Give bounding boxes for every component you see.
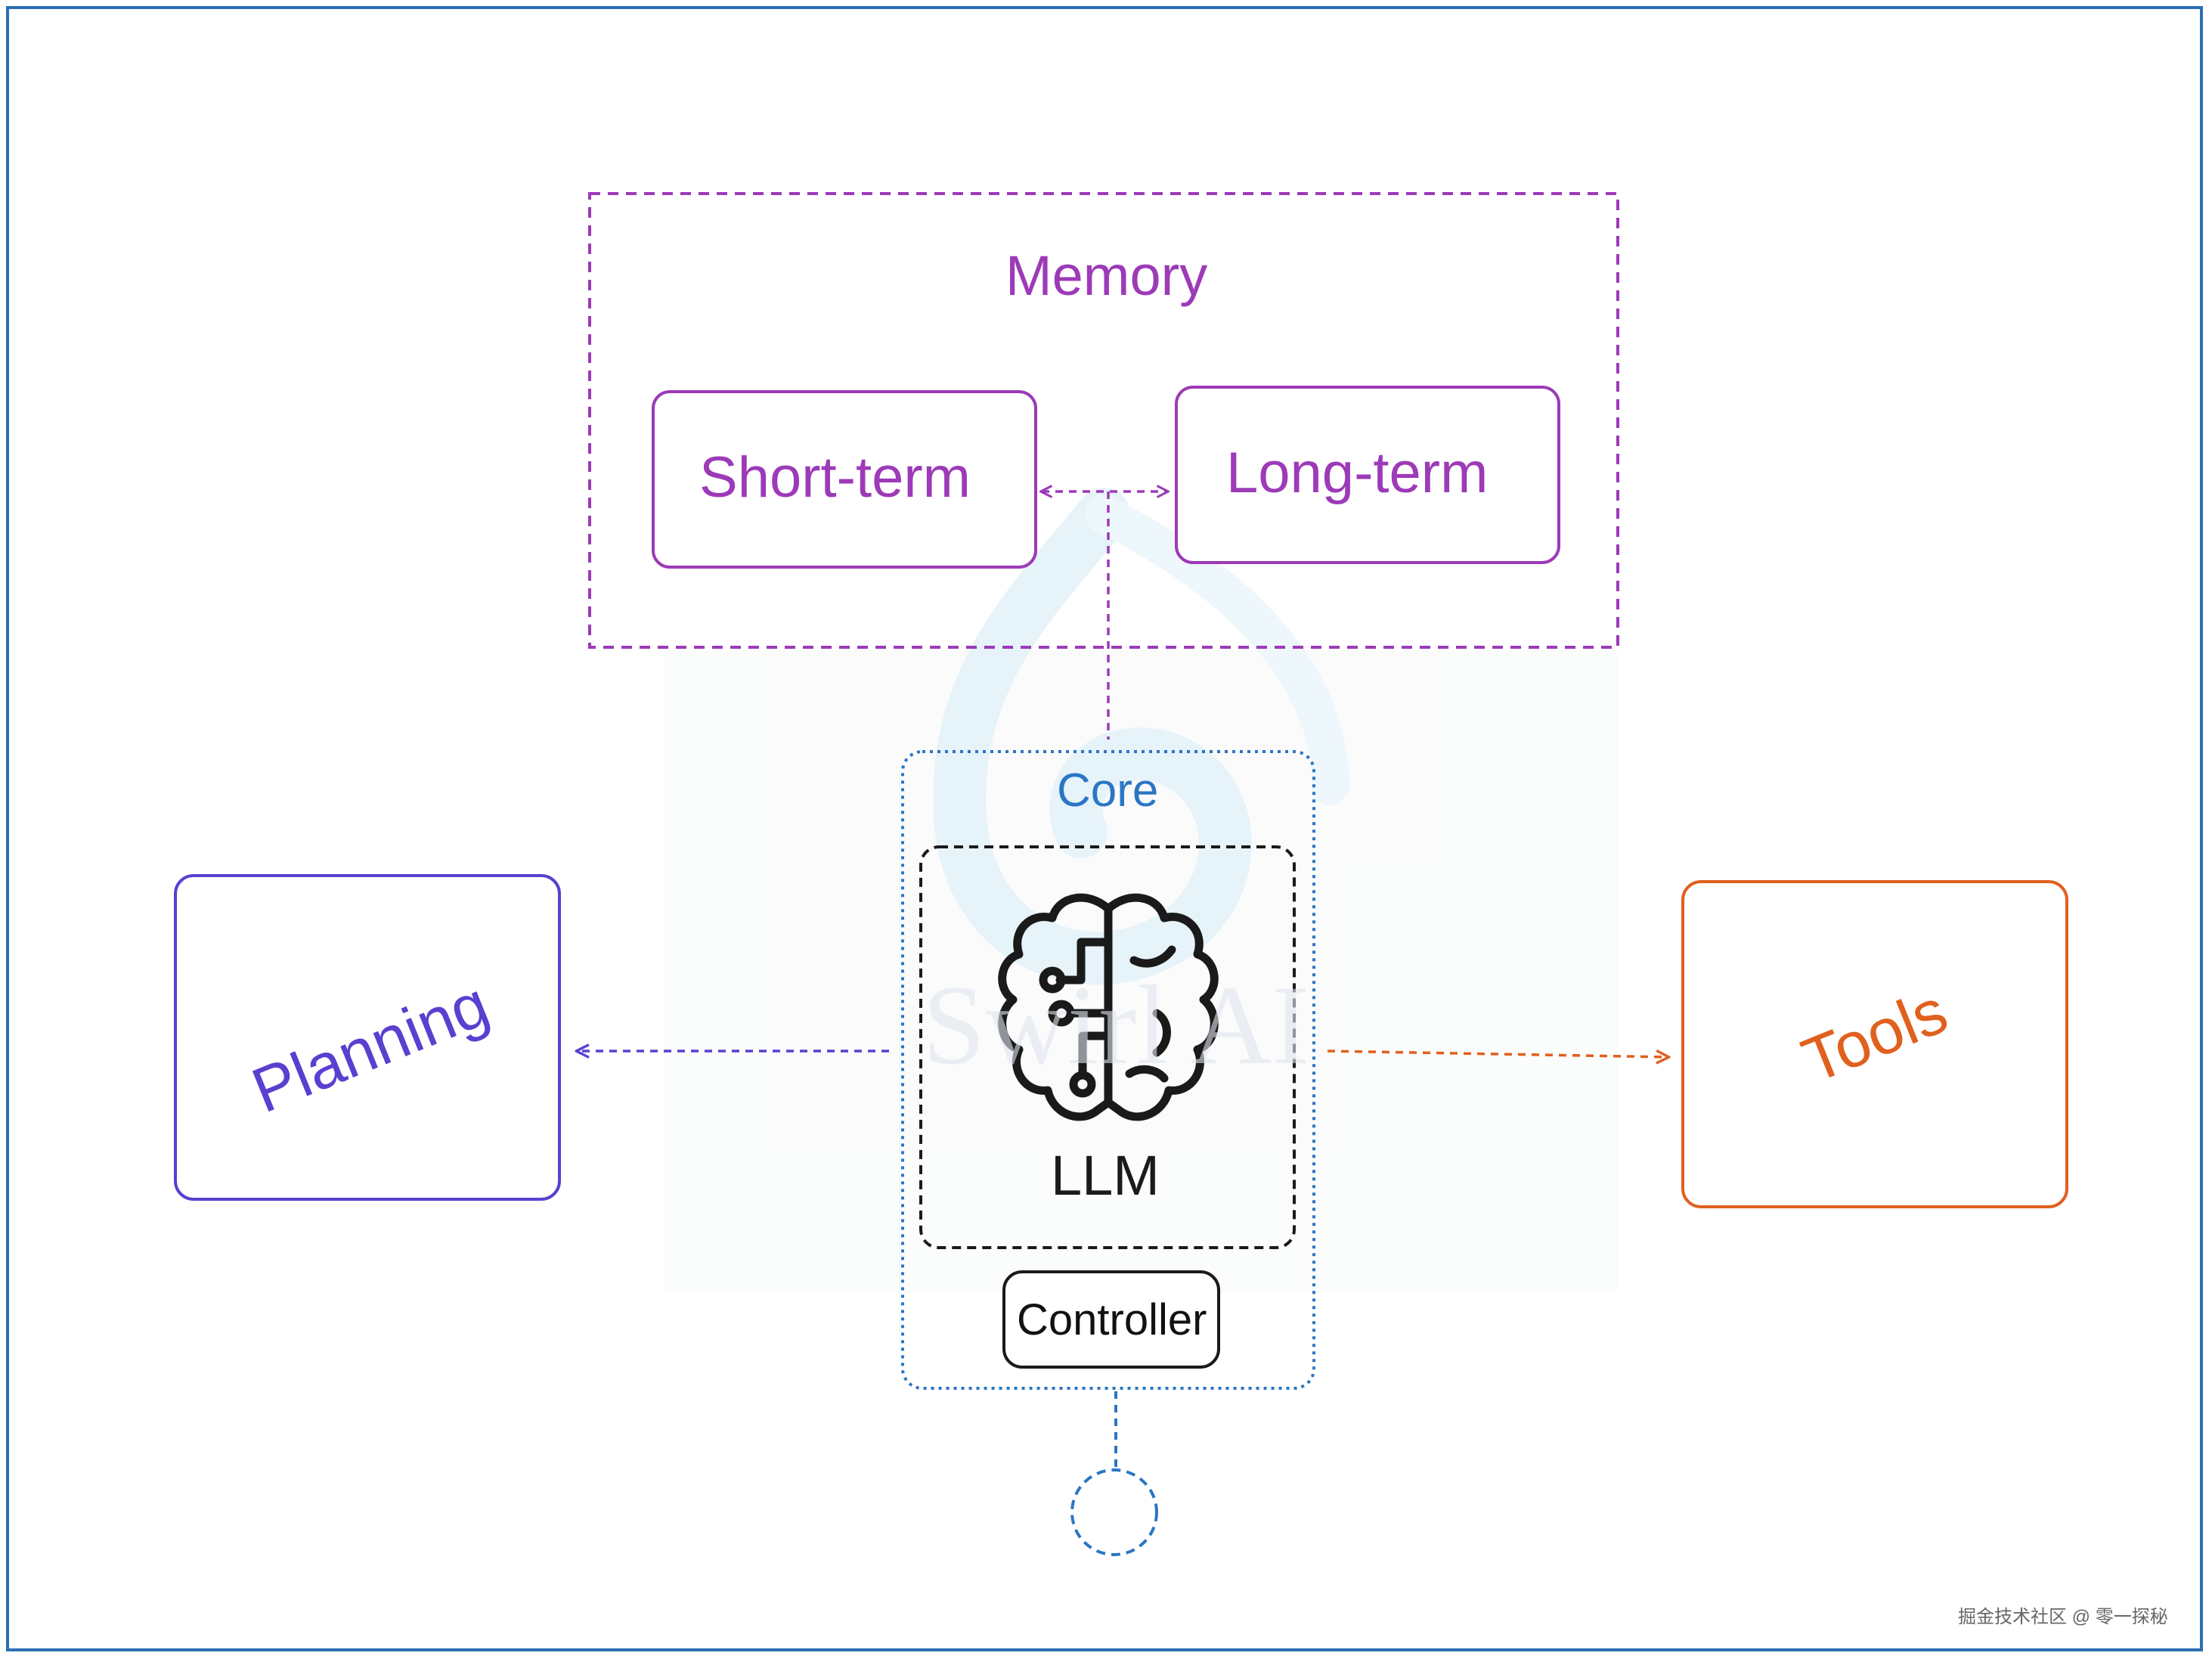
outer-frame bbox=[6, 6, 2203, 1651]
core-container bbox=[901, 750, 1315, 1390]
llm-label: LLM bbox=[1051, 1144, 1160, 1207]
endpoint-circle[interactable] bbox=[1070, 1468, 1158, 1556]
controller-box[interactable] bbox=[1002, 1270, 1220, 1369]
planning-box[interactable] bbox=[174, 874, 561, 1201]
watermark-text: Swirl AI bbox=[922, 963, 1310, 1088]
memory-container bbox=[588, 192, 1619, 649]
tools-box[interactable] bbox=[1681, 880, 2068, 1208]
memory-title: Memory bbox=[1005, 244, 1208, 307]
brain-circuit-icon bbox=[998, 893, 1219, 1121]
footer-credit: 掘金技术社区 @ 零一探秘 bbox=[1958, 1607, 2168, 1627]
short-term-box[interactable] bbox=[652, 390, 1037, 569]
controller-label: Controller bbox=[1017, 1295, 1207, 1344]
llm-box bbox=[919, 845, 1296, 1249]
long-term-label: Long-term bbox=[1226, 441, 1489, 505]
long-term-box[interactable] bbox=[1175, 386, 1560, 564]
watermark-logo bbox=[665, 488, 1618, 1293]
short-term-label: Short-term bbox=[699, 445, 971, 510]
core-title: Core bbox=[1057, 764, 1159, 817]
core-to-tools-arrow bbox=[1327, 1051, 1668, 1057]
